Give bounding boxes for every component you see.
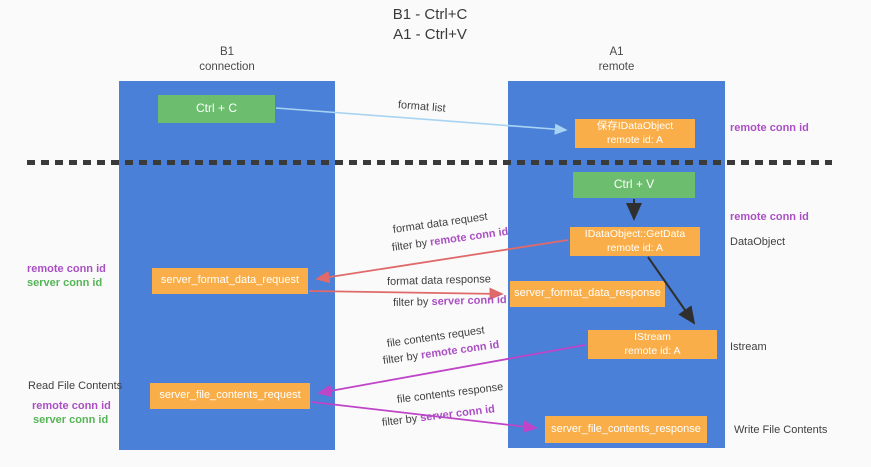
- left-remote-conn-id-1: remote conn id: [27, 263, 106, 275]
- save-idataobject-box: 保存IDataObject remote id: A: [575, 119, 695, 148]
- right-remote-conn-id-top: remote conn id: [730, 122, 809, 134]
- server-file-contents-response-box: server_file_contents_response: [545, 416, 707, 443]
- left-remote-conn-id-2: remote conn id: [32, 400, 111, 412]
- lifeline-a1-role: remote: [598, 61, 635, 73]
- format-data-response-filter: filter by server conn id: [393, 294, 507, 309]
- left-server-conn-id-1: server conn id: [27, 277, 103, 289]
- file-contents-response-label: file contents response: [396, 381, 504, 406]
- server-file-contents-request-box: server_file_contents_request: [150, 383, 310, 409]
- server-format-data-response-box: server_format_data_response: [510, 281, 665, 307]
- lifeline-b1-name: B1: [219, 46, 235, 58]
- save-idataobject-line2: remote id: A: [606, 133, 663, 146]
- ctrl-v-label: Ctrl + V: [613, 177, 655, 192]
- file-contents-response-filter: filter by server conn id: [381, 403, 495, 429]
- write-file-contents-annotation: Write File Contents: [734, 424, 828, 436]
- filter-by-text: filter by: [382, 349, 422, 367]
- ctrl-c-label: Ctrl + C: [195, 101, 237, 116]
- right-remote-conn-id-mid: remote conn id: [730, 211, 809, 223]
- title-line-1: B1 - Ctrl+C: [392, 6, 468, 23]
- left-server-conn-id-2: server conn id: [33, 414, 109, 426]
- ctrl-c-action-box: Ctrl + C: [158, 95, 275, 123]
- server-file-contents-request-label: server_file_contents_request: [159, 389, 301, 402]
- server-format-data-request-label: server_format_data_request: [160, 274, 300, 287]
- istream-box: IStream remote id: A: [588, 330, 717, 359]
- getdata-line1: IDataObject::GetData: [584, 228, 686, 240]
- format-data-response-arrow: [308, 287, 504, 301]
- format-data-response-label: format data response: [386, 273, 492, 288]
- filter-by-text: filter by: [391, 236, 431, 254]
- lifeline-a1-name: A1: [609, 46, 624, 58]
- server-conn-id-key: server conn id: [431, 294, 507, 308]
- lifeline-header-b1: B1 connection: [119, 45, 335, 75]
- copy-paste-divider-dashed-line: [27, 160, 832, 165]
- format-list-label: format list: [397, 99, 447, 115]
- istream-line2: remote id: A: [624, 344, 681, 357]
- server-format-data-response-label: server_format_data_response: [514, 287, 661, 300]
- server-format-data-request-box: server_format_data_request: [152, 268, 308, 294]
- dataobject-annotation: DataObject: [730, 236, 786, 248]
- filter-by-text: filter by: [381, 412, 421, 429]
- read-file-contents-annotation: Read File Contents: [28, 380, 123, 392]
- ctrl-v-action-box: Ctrl + V: [573, 172, 695, 198]
- title-line-2: A1 - Ctrl+V: [393, 26, 467, 43]
- filter-by-text: filter by: [392, 295, 432, 309]
- lifeline-b1-role: connection: [199, 61, 255, 73]
- diagram-title: B1 - Ctrl+C A1 - Ctrl+V: [0, 5, 860, 45]
- getdata-line2: remote id: A: [606, 241, 663, 254]
- server-conn-id-key: server conn id: [419, 403, 496, 425]
- idataobject-getdata-box: IDataObject::GetData remote id: A: [570, 227, 700, 256]
- server-file-contents-response-label: server_file_contents_response: [551, 422, 701, 435]
- lifeline-header-a1: A1 remote: [508, 45, 725, 75]
- istream-line1: IStream: [634, 331, 671, 343]
- save-idataobject-line1: 保存IDataObject: [596, 120, 674, 132]
- istream-annotation: Istream: [730, 341, 767, 353]
